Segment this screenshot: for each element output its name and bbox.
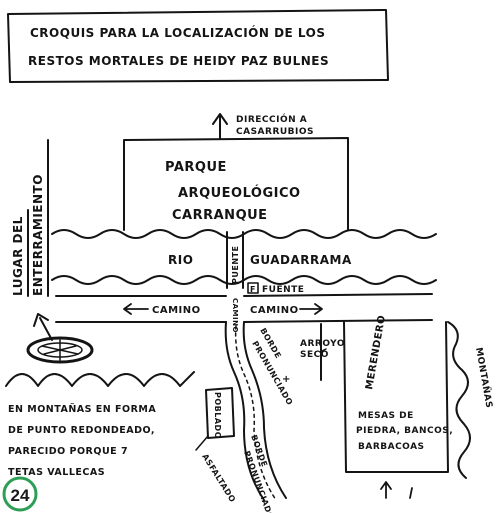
vertical-road-label: CAMINO xyxy=(231,298,239,333)
park-label-line-2: ARQUEOLÓGICO xyxy=(178,185,301,201)
merendero-label: MERENDERO xyxy=(364,314,388,390)
burial-label-underline xyxy=(27,139,49,297)
fuente-marker xyxy=(247,282,259,294)
title-line-2: RESTOS MORTALES DE HEIDY PAZ BULNES xyxy=(28,54,329,68)
right-arrow-icon xyxy=(299,303,323,315)
note-line-2: DE PUNTO REDONDEADO, xyxy=(8,425,155,436)
badge-number: 24 xyxy=(11,486,30,505)
fuente-marker-letter: F xyxy=(250,285,256,294)
arroyo-label-line-2: SECO xyxy=(300,350,329,360)
poblado-connector xyxy=(195,435,209,451)
note-line-4: TETAS VALLECAS xyxy=(8,467,105,478)
arroyo-arrow-icon xyxy=(319,348,327,353)
title-line-1: CROQUIS PARA LA LOCALIZACIÓN DE LOS xyxy=(30,25,325,40)
merendero-outline xyxy=(343,321,449,473)
park-label-line-3: CARRANQUE xyxy=(172,208,268,223)
asfaltado-label: ASFALTADO xyxy=(200,452,237,504)
winding-path-dashes xyxy=(234,325,277,501)
burial-label-line-2: ENTERRAMIENTO xyxy=(31,174,45,296)
winding-path-left xyxy=(224,321,265,501)
bridge xyxy=(226,231,244,289)
mesas-label-line-3: BARBACOAS xyxy=(358,442,425,452)
poblado-label: POBLADO xyxy=(213,392,222,439)
badge-ring xyxy=(2,476,38,512)
note-line-1: EN MONTAÑAS EN FORMA xyxy=(8,404,156,415)
merendero-up-arrow-icon xyxy=(380,481,392,499)
road-label-left: CAMINO xyxy=(152,305,201,316)
mountains-left xyxy=(5,371,195,387)
left-arrow-icon xyxy=(123,303,149,315)
park-label-line-1: PARQUE xyxy=(165,160,227,175)
borde-plus: + xyxy=(282,374,291,385)
fuente-label: FUENTE xyxy=(262,285,304,295)
bridge-label: PUENTE xyxy=(231,246,240,284)
mountains-label: MONTAÑAS xyxy=(473,347,495,410)
winding-path-right xyxy=(242,321,287,499)
direction-label-line-1: DIRECCIÓN A xyxy=(236,113,307,125)
mesas-label-line-2: PIEDRA, BANCOS, xyxy=(356,426,453,436)
road-bottom-edge xyxy=(55,319,433,323)
river-label-rio: RIO xyxy=(168,253,193,267)
mesas-label-line-1: MESAS DE xyxy=(358,411,414,421)
road-top-edge xyxy=(55,293,433,297)
title-box xyxy=(7,9,389,83)
mountains-right xyxy=(447,321,471,479)
poblado-box xyxy=(205,387,235,439)
logo-badge: 24 xyxy=(2,476,38,512)
direction-label-line-2: CASARRUBIOS xyxy=(236,127,314,137)
burial-spot-icon xyxy=(26,336,94,364)
arroyo-label-line-1: ARROYO xyxy=(300,339,345,349)
note-line-3: PARECIDO PORQUE 7 xyxy=(8,446,128,457)
park-outline xyxy=(123,137,349,231)
burial-arrow-icon xyxy=(33,313,53,341)
road-label-right: CAMINO xyxy=(250,305,299,316)
direction-arrow-icon xyxy=(212,113,228,139)
burial-label-line-1: LUGAR DEL xyxy=(11,216,25,296)
river-label-guadarrama: GUADARRAMA xyxy=(250,253,352,267)
merendero-tick xyxy=(409,487,413,499)
